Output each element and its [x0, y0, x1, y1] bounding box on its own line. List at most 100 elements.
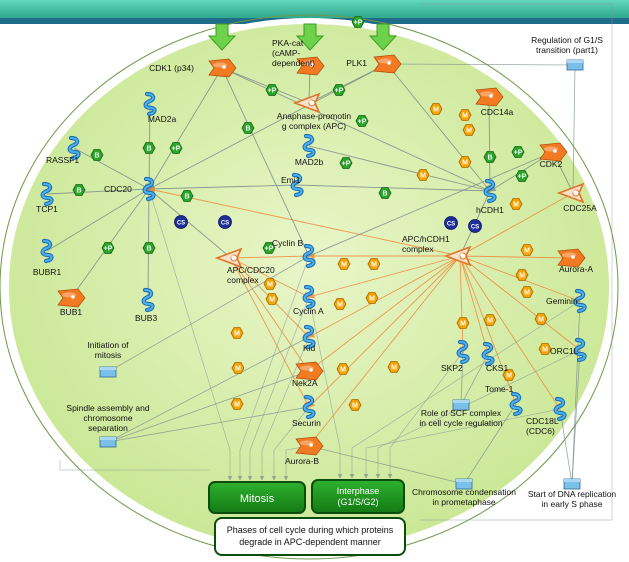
node-cyclin-b[interactable]: Cyclin B — [272, 238, 314, 266]
node-tcp1[interactable]: TCP1 — [36, 184, 58, 214]
node-bub3[interactable]: BUB3 — [135, 290, 157, 323]
svg-text:B: B — [184, 194, 189, 201]
emi1-label: Emi1 — [281, 175, 301, 185]
svg-text:M: M — [538, 317, 544, 324]
node-cyclin-a[interactable]: Cyclin A — [293, 287, 324, 316]
node-pka[interactable]: PKA-cat(cAMP-dependent) — [272, 38, 325, 76]
svg-text:+P: +P — [514, 150, 523, 157]
node-rassf1[interactable]: RASSF1 — [46, 138, 79, 165]
rassf1-label: RASSF1 — [46, 155, 79, 165]
node-plk1[interactable]: PLK1 — [346, 54, 402, 74]
regulation-badge-icon: B — [483, 151, 497, 163]
regulation-badge-icon: M — [520, 244, 534, 256]
nodes: CDK1 (p34) PKA-cat(cAMP-dependent) PLK1Ana… — [33, 35, 617, 509]
node-orc1l[interactable]: ORC1L — [550, 340, 585, 360]
svg-text:+P: +P — [265, 246, 274, 253]
svg-text:M: M — [391, 365, 397, 372]
regulation-badge-icon: +P — [339, 157, 353, 169]
interaction-edge — [486, 96, 494, 192]
node-cdc25a[interactable]: CDC25A — [558, 183, 597, 213]
regulation-badge-icon: CS — [444, 216, 458, 230]
process-edge — [107, 370, 310, 444]
regulation-badge-icon: M — [462, 124, 476, 136]
mad2a-label: MAD2a — [148, 114, 177, 124]
mad2b-label: MAD2b — [295, 157, 324, 167]
active-site-icon — [309, 100, 313, 104]
phase-edge — [148, 188, 233, 481]
svg-text:M: M — [371, 262, 377, 269]
node-aurora-b[interactable]: Aurora-B — [285, 436, 324, 466]
mitosis-phase-box[interactable]: Mitosis — [208, 481, 306, 514]
svg-text:B: B — [487, 155, 492, 162]
cdc18l-label: CDC18L(CDC6) — [526, 416, 559, 436]
node-kid[interactable]: Kid — [303, 327, 316, 353]
node-skp2[interactable]: SKP2 — [441, 342, 468, 373]
svg-text:M: M — [506, 373, 512, 380]
regulation-badge-icon: M — [538, 343, 552, 355]
cdk1-label: CDK1 (p34) — [149, 63, 194, 73]
svg-text:M: M — [460, 321, 466, 328]
svg-text:+P: +P — [268, 88, 277, 95]
cdc25a-label: CDC25A — [563, 203, 597, 213]
node-cdc18l[interactable]: CDC18L(CDC6) — [526, 399, 565, 436]
node-cdc20[interactable]: CDC20 — [104, 179, 154, 199]
cell-outline — [0, 14, 619, 560]
regulation-badge-icon: +P — [332, 84, 346, 96]
interaction-edge — [308, 255, 461, 299]
node-mad2a[interactable]: MAD2a — [146, 94, 177, 124]
node-geminin[interactable]: Geminin — [546, 291, 585, 311]
active-site-icon — [460, 253, 464, 257]
svg-text:B: B — [382, 191, 387, 198]
node-mad2b[interactable]: MAD2b — [295, 136, 324, 167]
cks1-label: CKS1 — [486, 363, 508, 373]
node-hcdh1[interactable]: hCDH1 — [476, 181, 504, 215]
interaction-edge — [308, 255, 461, 338]
interaction-edge — [296, 184, 491, 194]
node-aurora-a[interactable]: Aurora-A — [557, 248, 593, 274]
interaction-edge — [148, 67, 223, 190]
node-emi1[interactable]: Emi1 — [281, 175, 302, 195]
node-bubr1[interactable]: BUBR1 — [33, 241, 62, 277]
active-site-icon — [309, 368, 313, 372]
process-edge — [107, 255, 310, 373]
phase-edge — [247, 296, 310, 481]
active-site-icon — [571, 255, 575, 259]
svg-text:B: B — [245, 126, 250, 133]
active-site-icon — [71, 295, 75, 299]
svg-text:M: M — [369, 296, 375, 303]
svg-text:M: M — [487, 318, 493, 325]
orc1l-label: ORC1L — [550, 346, 579, 356]
frame-edge — [420, 3, 613, 521]
interaction-edge — [459, 255, 466, 353]
process-edge — [107, 406, 310, 444]
svg-text:M: M — [267, 282, 273, 289]
node-cdk1[interactable]: CDK1 (p34) — [149, 58, 237, 78]
svg-text:M: M — [269, 297, 275, 304]
node-securin[interactable]: Securin — [292, 397, 321, 428]
regulation-badge-icon: M — [458, 109, 472, 121]
svg-text:+P: +P — [104, 246, 113, 253]
node-cdc14a[interactable]: CDC14a — [475, 87, 514, 117]
svg-text:+P: +P — [172, 146, 181, 153]
node-cks1[interactable]: CKS1 — [484, 344, 509, 373]
interphase-phase-box[interactable]: Interphase(G1/S/G2) — [311, 479, 405, 514]
node-nek2a[interactable]: Nek2A — [292, 361, 324, 388]
regulation-badge-icon: M — [337, 258, 351, 270]
node-tome1[interactable]: Tome-1 — [485, 384, 521, 414]
node-bub1[interactable]: BUB1 — [57, 288, 86, 317]
node-cdk2[interactable]: CDK2 — [539, 142, 568, 169]
